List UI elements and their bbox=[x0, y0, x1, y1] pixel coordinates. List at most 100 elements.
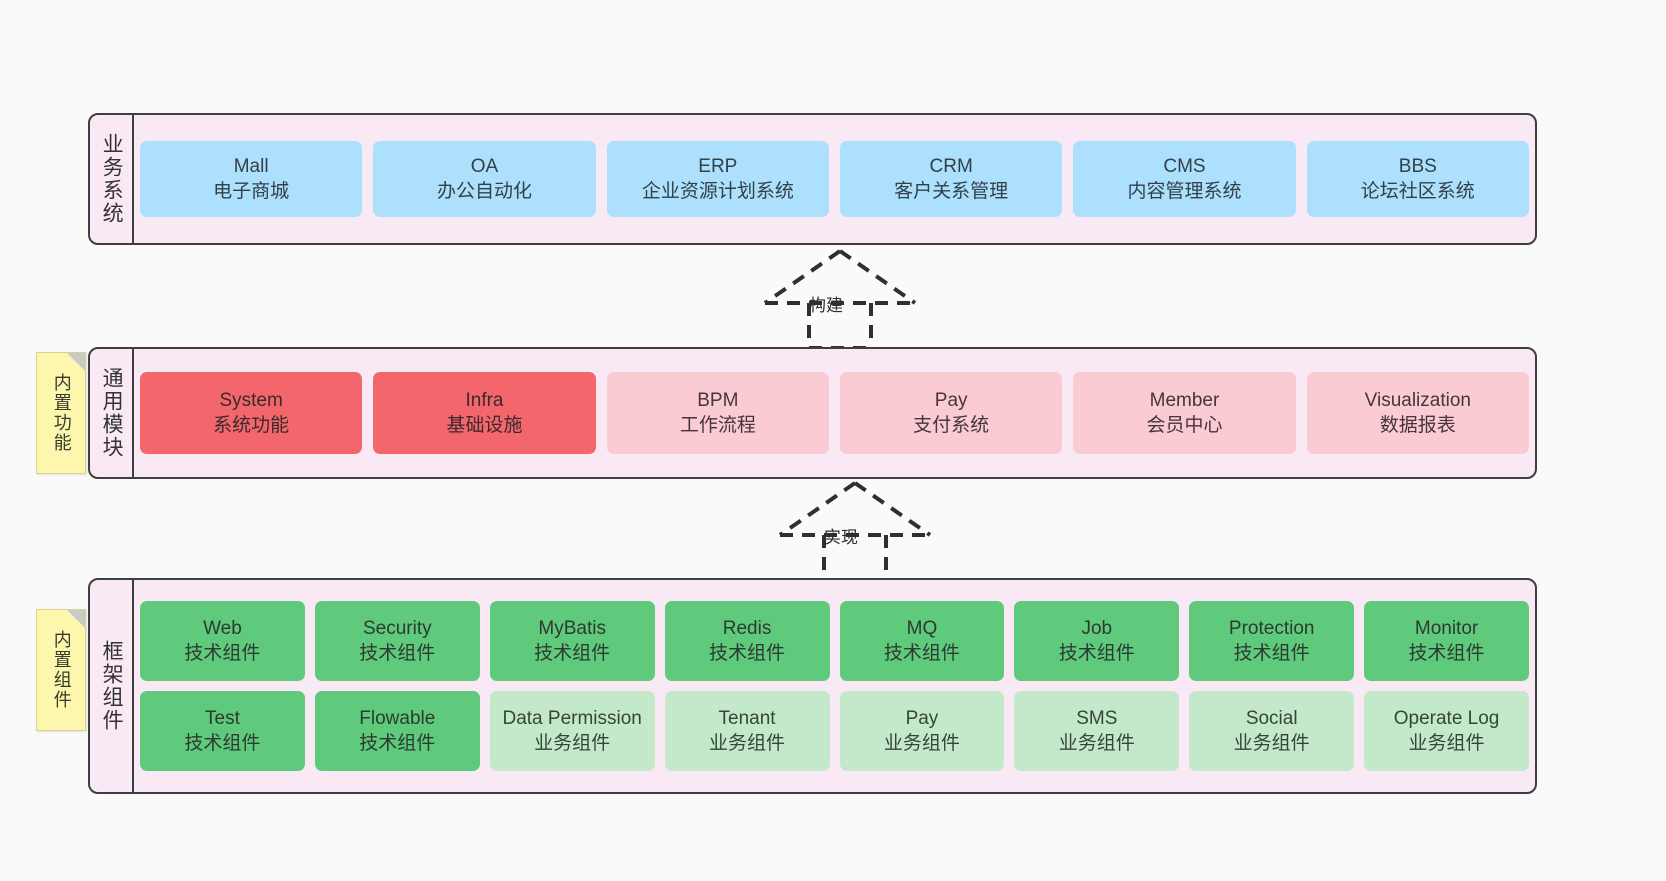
node-security[interactable]: Security 技术组件 bbox=[314, 601, 480, 681]
sticky-note-builtin-features: 内置功能 bbox=[36, 352, 86, 474]
node-operate-log[interactable]: Operate Log 业务组件 bbox=[1364, 691, 1529, 771]
connector-implement-label: 实现 bbox=[824, 528, 858, 547]
node-visualization-name: Visualization bbox=[1364, 389, 1471, 411]
node-mq[interactable]: MQ 技术组件 bbox=[839, 601, 1005, 681]
sticky-note-builtin-components-text: 内置组件 bbox=[51, 630, 72, 710]
node-member[interactable]: Member 会员中心 bbox=[1073, 372, 1296, 454]
node-flowable-name: Flowable bbox=[359, 707, 436, 729]
node-protection-desc: 技术组件 bbox=[1233, 643, 1310, 664]
node-mall-desc: 电子商城 bbox=[213, 181, 290, 202]
node-flowable[interactable]: Flowable 技术组件 bbox=[314, 691, 480, 771]
layer-label-common-text: 通用模块 bbox=[100, 367, 124, 459]
layer-label-business-text: 业务系统 bbox=[100, 133, 124, 225]
layer-label-business: 业务系统 bbox=[90, 115, 134, 243]
node-oa-desc: 办公自动化 bbox=[436, 181, 532, 202]
node-data-permission-desc: 业务组件 bbox=[534, 733, 611, 754]
node-web-name: Web bbox=[203, 617, 242, 639]
node-social[interactable]: Social 业务组件 bbox=[1189, 691, 1355, 771]
layer-label-framework-text: 框架组件 bbox=[100, 640, 124, 732]
node-pay-module[interactable]: Pay 支付系统 bbox=[839, 372, 1063, 454]
sticky-fold-icon bbox=[67, 610, 85, 628]
node-mq-name: MQ bbox=[906, 617, 938, 639]
node-pay-module-desc: 支付系统 bbox=[913, 415, 990, 436]
node-monitor[interactable]: Monitor 技术组件 bbox=[1364, 601, 1529, 681]
node-tenant[interactable]: Tenant 业务组件 bbox=[664, 691, 830, 771]
node-security-desc: 技术组件 bbox=[359, 643, 436, 664]
node-job-desc: 技术组件 bbox=[1058, 643, 1135, 664]
layer-framework-components: 框架组件 Web 技术组件 Security 技术组件 MyBatis 技术组件… bbox=[88, 578, 1537, 794]
node-crm-desc: 客户关系管理 bbox=[894, 181, 1009, 202]
node-visualization-desc: 数据报表 bbox=[1379, 415, 1456, 436]
layer-label-common: 通用模块 bbox=[90, 349, 134, 477]
sticky-note-builtin-components: 内置组件 bbox=[36, 609, 86, 731]
node-security-name: Security bbox=[362, 617, 432, 639]
node-erp-name: ERP bbox=[698, 155, 738, 177]
node-social-name: Social bbox=[1245, 707, 1298, 729]
node-sms-name: SMS bbox=[1076, 707, 1118, 729]
node-system-desc: 系统功能 bbox=[213, 415, 290, 436]
node-monitor-desc: 技术组件 bbox=[1408, 643, 1485, 664]
node-sms[interactable]: SMS 业务组件 bbox=[1014, 691, 1180, 771]
layer-body-common: System 系统功能 Infra 基础设施 BPM 工作流程 Pay 支付系统… bbox=[134, 349, 1535, 477]
node-cms-desc: 内容管理系统 bbox=[1127, 181, 1242, 202]
connector-build-label: 构建 bbox=[809, 296, 843, 315]
node-web-desc: 技术组件 bbox=[184, 643, 261, 664]
node-test-name: Test bbox=[205, 707, 240, 729]
node-mall-name: Mall bbox=[233, 155, 269, 177]
node-crm[interactable]: CRM 客户关系管理 bbox=[839, 141, 1063, 217]
node-test[interactable]: Test 技术组件 bbox=[140, 691, 305, 771]
node-job-name: Job bbox=[1081, 617, 1113, 639]
node-monitor-name: Monitor bbox=[1414, 617, 1479, 639]
node-redis-name: Redis bbox=[722, 617, 772, 639]
node-tenant-name: Tenant bbox=[718, 707, 776, 729]
framework-row-1: Web 技术组件 Security 技术组件 MyBatis 技术组件 Redi… bbox=[140, 601, 1529, 681]
node-pay-component[interactable]: Pay 业务组件 bbox=[839, 691, 1005, 771]
sticky-note-builtin-features-text: 内置功能 bbox=[51, 373, 72, 453]
node-infra-desc: 基础设施 bbox=[446, 415, 523, 436]
node-pay-module-name: Pay bbox=[934, 389, 968, 411]
node-protection[interactable]: Protection 技术组件 bbox=[1189, 601, 1355, 681]
node-web[interactable]: Web 技术组件 bbox=[140, 601, 305, 681]
node-visualization[interactable]: Visualization 数据报表 bbox=[1306, 372, 1529, 454]
node-bpm[interactable]: BPM 工作流程 bbox=[606, 372, 829, 454]
layer-label-framework: 框架组件 bbox=[90, 580, 134, 792]
layer-body-business: Mall 电子商城 OA 办公自动化 ERP 企业资源计划系统 CRM 客户关系… bbox=[134, 115, 1535, 243]
framework-row-2: Test 技术组件 Flowable 技术组件 Data Permission … bbox=[140, 691, 1529, 771]
node-data-permission-name: Data Permission bbox=[502, 707, 642, 729]
node-mq-desc: 技术组件 bbox=[883, 643, 960, 664]
node-system[interactable]: System 系统功能 bbox=[140, 372, 363, 454]
node-job[interactable]: Job 技术组件 bbox=[1014, 601, 1180, 681]
node-tenant-desc: 业务组件 bbox=[709, 733, 786, 754]
node-operate-log-desc: 业务组件 bbox=[1408, 733, 1485, 754]
node-oa-name: OA bbox=[470, 155, 499, 177]
node-oa[interactable]: OA 办公自动化 bbox=[373, 141, 596, 217]
node-member-desc: 会员中心 bbox=[1146, 415, 1223, 436]
sticky-fold-icon bbox=[67, 353, 85, 371]
node-mybatis[interactable]: MyBatis 技术组件 bbox=[489, 601, 655, 681]
node-social-desc: 业务组件 bbox=[1233, 733, 1310, 754]
node-mybatis-desc: 技术组件 bbox=[534, 643, 611, 664]
node-system-name: System bbox=[219, 389, 283, 411]
node-bpm-name: BPM bbox=[697, 389, 739, 411]
node-redis[interactable]: Redis 技术组件 bbox=[664, 601, 830, 681]
node-redis-desc: 技术组件 bbox=[709, 643, 786, 664]
node-pay-component-desc: 业务组件 bbox=[883, 733, 960, 754]
node-erp-desc: 企业资源计划系统 bbox=[641, 181, 794, 202]
node-mybatis-name: MyBatis bbox=[538, 617, 606, 639]
node-bbs-name: BBS bbox=[1398, 155, 1437, 177]
layer-common-modules: 通用模块 System 系统功能 Infra 基础设施 BPM 工作流程 Pay… bbox=[88, 347, 1537, 479]
node-cms-name: CMS bbox=[1163, 155, 1206, 177]
node-bpm-desc: 工作流程 bbox=[679, 415, 756, 436]
node-bbs[interactable]: BBS 论坛社区系统 bbox=[1306, 141, 1529, 217]
node-infra[interactable]: Infra 基础设施 bbox=[373, 372, 596, 454]
node-pay-component-name: Pay bbox=[905, 707, 939, 729]
node-data-permission[interactable]: Data Permission 业务组件 bbox=[489, 691, 655, 771]
node-mall[interactable]: Mall 电子商城 bbox=[140, 141, 363, 217]
layer-body-framework: Web 技术组件 Security 技术组件 MyBatis 技术组件 Redi… bbox=[134, 580, 1535, 792]
node-crm-name: CRM bbox=[929, 155, 973, 177]
node-erp[interactable]: ERP 企业资源计划系统 bbox=[606, 141, 829, 217]
node-cms[interactable]: CMS 内容管理系统 bbox=[1073, 141, 1296, 217]
node-protection-name: Protection bbox=[1228, 617, 1315, 639]
node-flowable-desc: 技术组件 bbox=[359, 733, 436, 754]
